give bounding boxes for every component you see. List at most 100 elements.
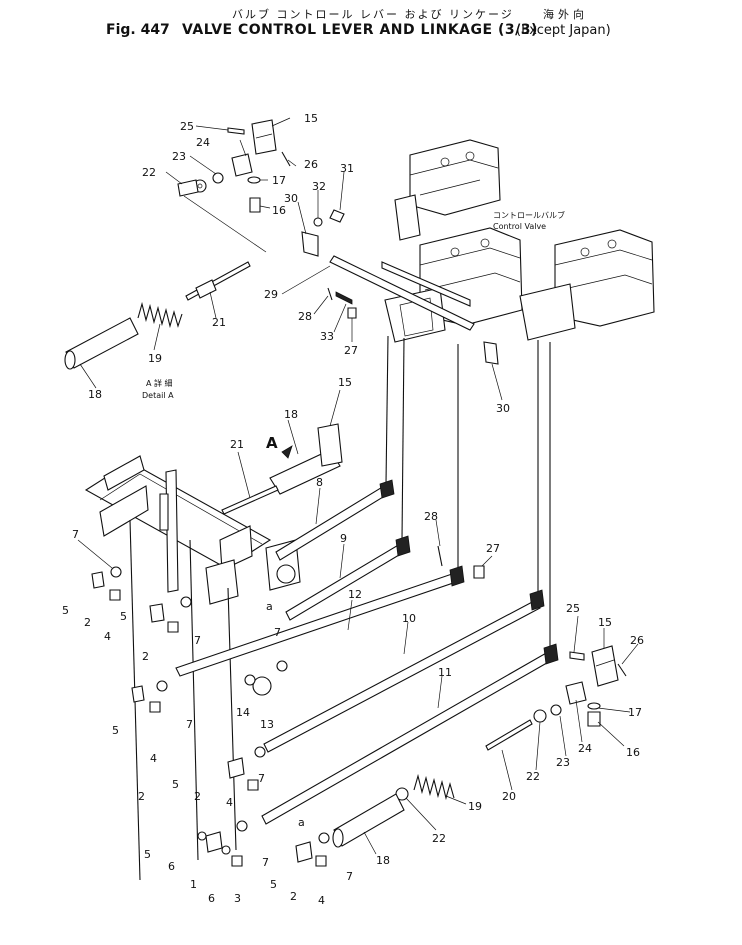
- linkage-rod-9: [285, 543, 405, 621]
- callout-14: 14: [236, 706, 250, 719]
- callout-18: 18: [88, 388, 102, 401]
- callout-19: 19: [148, 352, 162, 365]
- control-valve-label-en: Control Valve: [493, 222, 546, 231]
- nut-7a: [110, 566, 122, 578]
- cross-shaft: [329, 255, 475, 331]
- nut-7e: [254, 746, 266, 758]
- linkage-rod-8: [275, 485, 389, 561]
- callout-32: 32: [312, 180, 326, 193]
- valve-rod-1: [385, 335, 389, 485]
- callout-18c: 18: [376, 854, 390, 867]
- ref-a-upper: a: [266, 600, 273, 613]
- cotter-pin-28-lower: [437, 545, 443, 567]
- valve-rod-2: [401, 337, 405, 541]
- callout-16: 16: [272, 204, 286, 217]
- callout-5f: 5: [270, 878, 277, 891]
- callout-21b: 21: [230, 438, 244, 451]
- callout-13: 13: [260, 718, 274, 731]
- clevis-2d: [227, 757, 245, 779]
- callout-7d: 7: [186, 718, 193, 731]
- english-region: (Except Japan): [516, 23, 611, 38]
- callout-9: 9: [340, 532, 347, 545]
- callout-2e: 2: [290, 890, 297, 903]
- callout-5c: 5: [112, 724, 119, 737]
- callout-29: 29: [264, 288, 278, 301]
- nut-7d: [276, 660, 288, 672]
- callout-24: 24: [196, 136, 210, 149]
- detail-a-label-jp: A 詳 細: [146, 378, 173, 388]
- callout-5a: 5: [62, 604, 69, 617]
- callout-7f: 7: [262, 856, 269, 869]
- callout-27b: 27: [486, 542, 500, 555]
- clevis-2c: [131, 685, 145, 703]
- bolt-4c: [149, 701, 161, 713]
- bracket-right: [483, 341, 499, 365]
- control-valve-right: [519, 229, 655, 341]
- callout-20: 20: [502, 790, 516, 803]
- callout-17b: 17: [628, 706, 642, 719]
- bolt-27-lower: [473, 565, 485, 579]
- washer-32: [313, 217, 323, 227]
- callout-22c: 22: [432, 832, 446, 845]
- callout-23b: 23: [556, 756, 570, 769]
- lower-right-assembly: [332, 645, 627, 848]
- callout-7b: 7: [274, 626, 281, 639]
- callout-30: 30: [284, 192, 298, 205]
- callout-5d: 5: [172, 778, 179, 791]
- linkage-rod-10: [263, 599, 541, 753]
- callout-25: 25: [180, 120, 194, 133]
- nut-7b: [180, 596, 192, 608]
- detail-a: [64, 119, 291, 370]
- rod-end-9: [395, 535, 411, 557]
- rod-end-12: [449, 565, 465, 587]
- nut-7g: [318, 832, 330, 844]
- callout-4a: 4: [104, 630, 111, 643]
- callout-2b: 2: [142, 650, 149, 663]
- callout-22b: 22: [526, 770, 540, 783]
- callout-15c: 15: [598, 616, 612, 629]
- callout-numbers: 25 24 15 23 26 22 17 31 32 16 30 21 29 2…: [62, 112, 644, 907]
- callout-6a: 6: [168, 860, 175, 873]
- washer-6a: [197, 831, 207, 841]
- callout-28: 28: [298, 310, 312, 323]
- view-a-arrow: [281, 445, 293, 459]
- callout-4d: 4: [226, 796, 233, 809]
- callout-2d: 2: [194, 790, 201, 803]
- japanese-title: バルブ コントロール レバー および リンケージ: [232, 8, 514, 21]
- callout-26b: 26: [630, 634, 644, 647]
- clevis-2a: [91, 571, 105, 589]
- callout-2c: 2: [138, 790, 145, 803]
- cotter-pin-28-upper: [327, 287, 333, 301]
- callout-16b: 16: [626, 746, 640, 759]
- callout-7c: 7: [194, 634, 201, 647]
- bolt-27-upper: [347, 307, 357, 319]
- nut-7f: [236, 820, 248, 832]
- bolt-4e: [315, 855, 327, 867]
- callout-11: 11: [438, 666, 452, 679]
- control-valve-upper: [394, 139, 501, 241]
- bracket-upper: [301, 231, 319, 257]
- callout-22: 22: [142, 166, 156, 179]
- callout-15: 15: [304, 112, 318, 125]
- callout-7e: 7: [258, 772, 265, 785]
- rod-21-main: [221, 485, 279, 515]
- callout-7a: 7: [72, 528, 79, 541]
- leader-lines: [77, 117, 639, 855]
- clevis-2b: [149, 603, 165, 623]
- bolt-31: [329, 209, 345, 223]
- washer-6b: [221, 845, 231, 855]
- clevis-2e: [295, 841, 313, 863]
- callout-28b: 28: [424, 510, 438, 523]
- english-title: VALVE CONTROL LEVER AND LINKAGE (3/3): [182, 22, 538, 38]
- rod-end-8: [379, 479, 395, 499]
- figure-header: バルブ コントロール レバー および リンケージ 海外向 Fig. 447 VA…: [0, 0, 742, 46]
- callout-1: 1: [190, 878, 197, 891]
- callout-30b: 30: [496, 402, 510, 415]
- japanese-region: 海外向: [543, 8, 588, 21]
- callout-17: 17: [272, 174, 286, 187]
- bracket-15-main: [317, 423, 343, 467]
- washer-14: [244, 674, 256, 686]
- ref-a-lower: a: [298, 816, 305, 829]
- callout-15b: 15: [338, 376, 352, 389]
- callout-3: 3: [234, 892, 241, 905]
